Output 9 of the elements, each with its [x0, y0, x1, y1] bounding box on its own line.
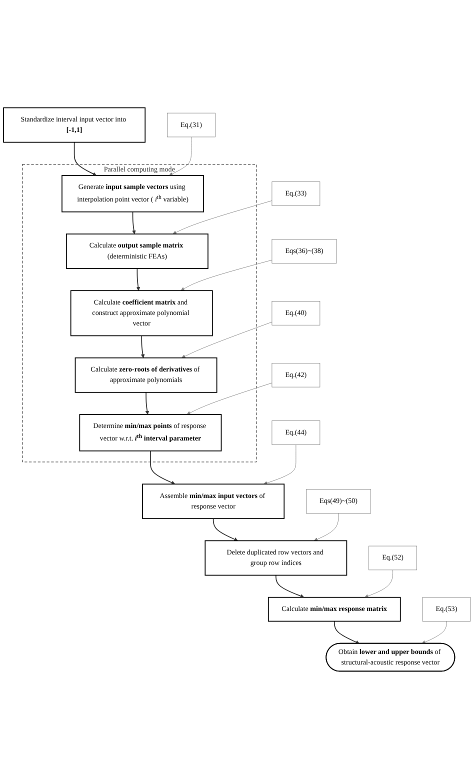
arrow [334, 620, 360, 644]
arrow [136, 268, 140, 291]
arrow [275, 574, 304, 598]
arrow [150, 450, 176, 484]
arrow [145, 392, 150, 415]
arrow [74, 142, 97, 176]
arrow [140, 335, 145, 358]
arrow [132, 211, 136, 234]
arrow [212, 518, 238, 542]
